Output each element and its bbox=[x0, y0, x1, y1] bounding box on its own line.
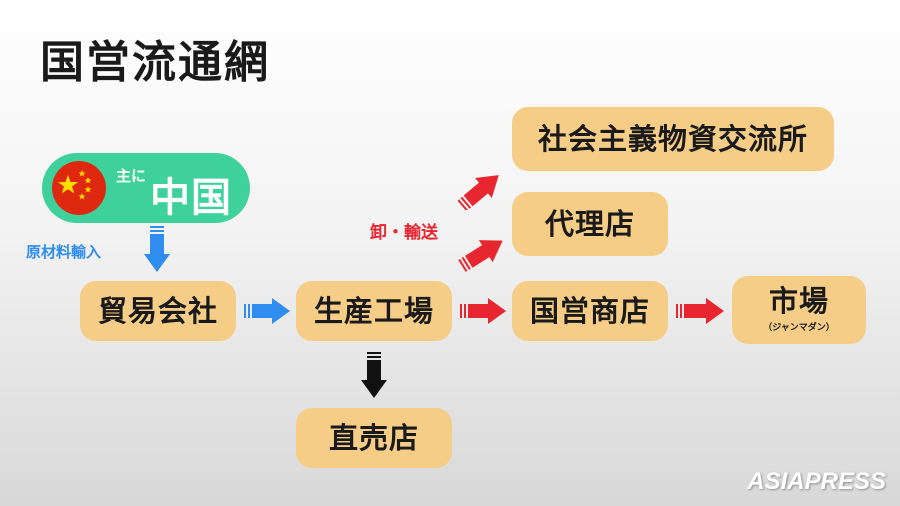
china-flag-icon bbox=[52, 161, 106, 215]
node-state-store: 国営商店 bbox=[512, 281, 668, 341]
watermark-logo: ASIAPRESS bbox=[747, 468, 886, 495]
node-label: 代理店 bbox=[544, 206, 635, 241]
node-agency: 代理店 bbox=[512, 192, 668, 256]
page-title: 国営流通網 bbox=[40, 37, 270, 88]
import-label: 原材料輸入 bbox=[26, 243, 102, 261]
node-label: 生産工場 bbox=[313, 293, 434, 328]
node-label: 国営商店 bbox=[529, 293, 650, 328]
arrow-diag-red-lower bbox=[458, 240, 503, 272]
arrow-down-black bbox=[361, 352, 387, 398]
node-market: 市場 （ジャンマダン） bbox=[732, 276, 866, 344]
node-label: 社会主義物資交流所 bbox=[537, 121, 808, 156]
node-material-exchange: 社会主義物資交流所 bbox=[512, 107, 834, 171]
origin-country: 中国 bbox=[150, 175, 232, 221]
arrow-right-red bbox=[460, 298, 506, 324]
wholesale-label: 卸・輸送 bbox=[370, 223, 438, 243]
arrow-diag-red-upper bbox=[458, 175, 499, 210]
node-factory: 生産工場 bbox=[296, 281, 452, 341]
node-direct-store: 直売店 bbox=[296, 408, 452, 468]
node-label: 直売店 bbox=[328, 420, 419, 455]
node-label: 市場 bbox=[768, 284, 829, 318]
arrow-down-import bbox=[144, 226, 170, 272]
node-trading-company: 貿易会社 bbox=[80, 281, 236, 341]
arrow-right-red-market bbox=[676, 298, 724, 324]
origin-prefix: 主に bbox=[116, 167, 147, 185]
arrow-right-blue bbox=[244, 298, 290, 324]
node-sublabel: （ジャンマダン） bbox=[763, 323, 835, 333]
origin-badge: 主に 中国 bbox=[42, 153, 250, 223]
node-label: 貿易会社 bbox=[97, 293, 218, 328]
